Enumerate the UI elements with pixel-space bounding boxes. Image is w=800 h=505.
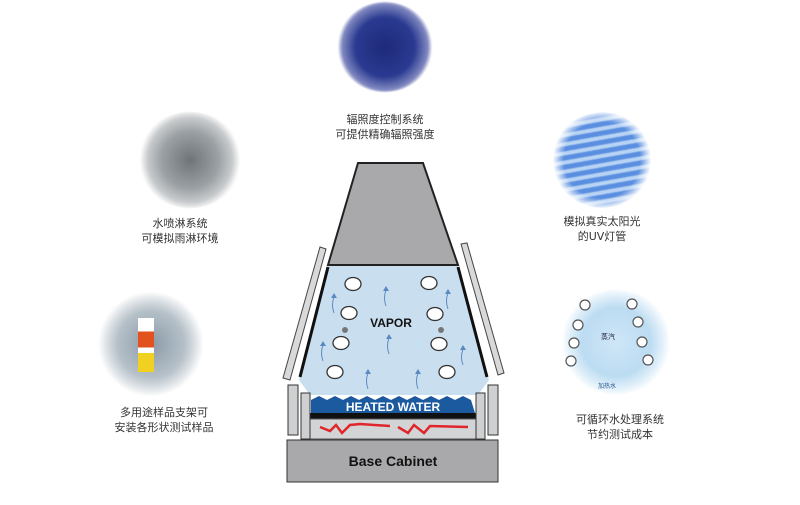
arrow-heads [320,286,466,374]
caption-spray: 水喷淋系统可模拟雨淋环境 [141,217,219,245]
vapor-arrows [321,289,464,390]
heater-element [319,422,391,435]
caption-irradiance: 辐照度控制系统可提供精确辐照强度 [335,113,435,141]
caption-holder: 多用途样品支架可安装各形状测试样品 [114,406,214,434]
inset-water-label: 加热水 [598,383,617,390]
inset-specimens [565,298,654,367]
caption-uv: 模拟真实太阳光的UV灯管 [563,215,641,243]
heated-water-label: HEATED WATER [346,400,441,414]
right-door-panel [460,242,505,376]
uv-lamp-photo [552,112,652,208]
control-panel-photo [337,2,433,92]
heated-water [311,396,475,413]
specimen-panels [326,275,456,380]
vapor-label: VAPOR [370,316,412,330]
vapor-chamber [299,266,489,395]
lamp-hood [326,162,460,266]
caption-water: 可循环水处理系统节约测试成本 [576,413,664,441]
sample-strip [138,318,154,372]
spray-photo [138,112,242,208]
base-cabinet-label: Base Cabinet [349,453,438,469]
left-door-panel [282,246,327,381]
base-cabinet [286,439,499,483]
heater-tray [309,418,477,440]
inset-vapor-label: 蒸汽 [601,333,615,341]
